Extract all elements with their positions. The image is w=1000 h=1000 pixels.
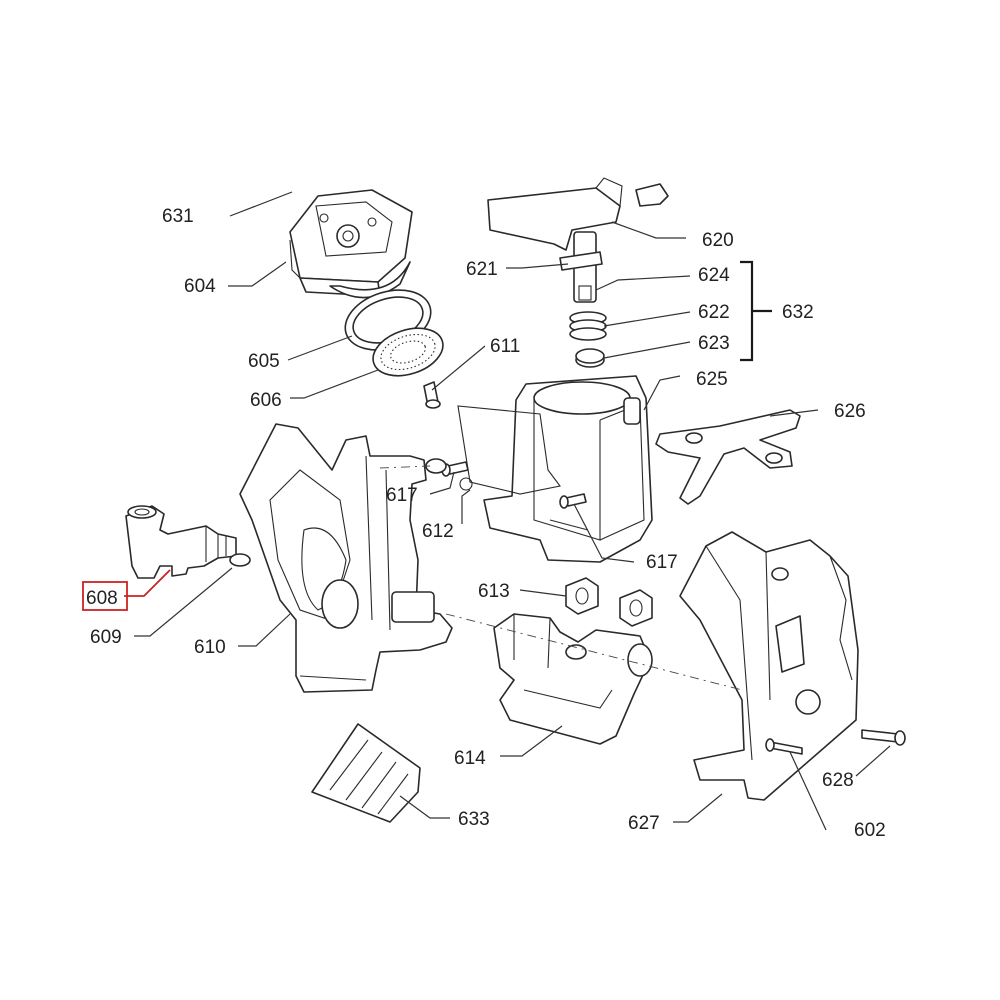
label-632: 632 [782,302,814,323]
label-627: 627 [628,813,660,834]
label-624: 624 [698,265,730,286]
part-614-carriage [493,613,653,745]
part-633-drip-grid [311,723,421,823]
leader-608-highlight [124,569,171,597]
label-617-right: 617 [646,552,678,573]
part-623-washer [575,348,605,368]
label-623: 623 [698,333,730,354]
label-620: 620 [702,230,734,251]
label-621: 621 [466,259,498,280]
part-628-screw [861,729,906,746]
label-625: 625 [696,369,728,390]
leader-lines [124,191,891,831]
part-622-spring [569,311,607,341]
bracket-632 [740,260,772,362]
assembly-axis-lines [379,465,743,691]
label-626: 626 [834,401,866,422]
part-626-lever [655,409,801,505]
label-611: 611 [490,336,520,357]
part-620-piston-bracket [487,177,669,251]
label-609: 609 [90,627,122,648]
label-628: 628 [822,770,854,791]
label-614: 614 [454,748,486,769]
part-609-o-ring [229,553,251,567]
label-633: 633 [458,809,490,830]
label-606: 606 [250,390,282,411]
label-604: 604 [184,276,216,297]
part-612-wire-clip [457,405,561,495]
label-613: 613 [478,581,510,602]
part-613-guide-blocks [565,577,653,627]
label-605: 605 [248,351,280,372]
part-602-screw [765,738,803,755]
part-610-left-frame [239,423,453,693]
part-617-screw-b [559,493,587,509]
label-631: 631 [162,206,194,227]
label-608-highlight-box [82,581,128,611]
label-622: 622 [698,302,730,323]
part-627-right-frame [679,531,859,801]
label-612: 612 [422,521,454,542]
label-602: 602 [854,820,886,841]
part-625-brew-chamber [483,375,653,563]
label-608: 608 [86,588,118,609]
label-617-left: 617 [386,485,418,506]
part-608-valve-fitting [125,505,237,579]
part-624-piston-rod [559,231,603,303]
part-604-brew-head [289,189,413,299]
label-610: 610 [194,637,226,658]
part-labels: 631 604 605 606 611 620 621 624 622 623 … [86,206,886,841]
part-606-filter-screen [372,327,444,377]
